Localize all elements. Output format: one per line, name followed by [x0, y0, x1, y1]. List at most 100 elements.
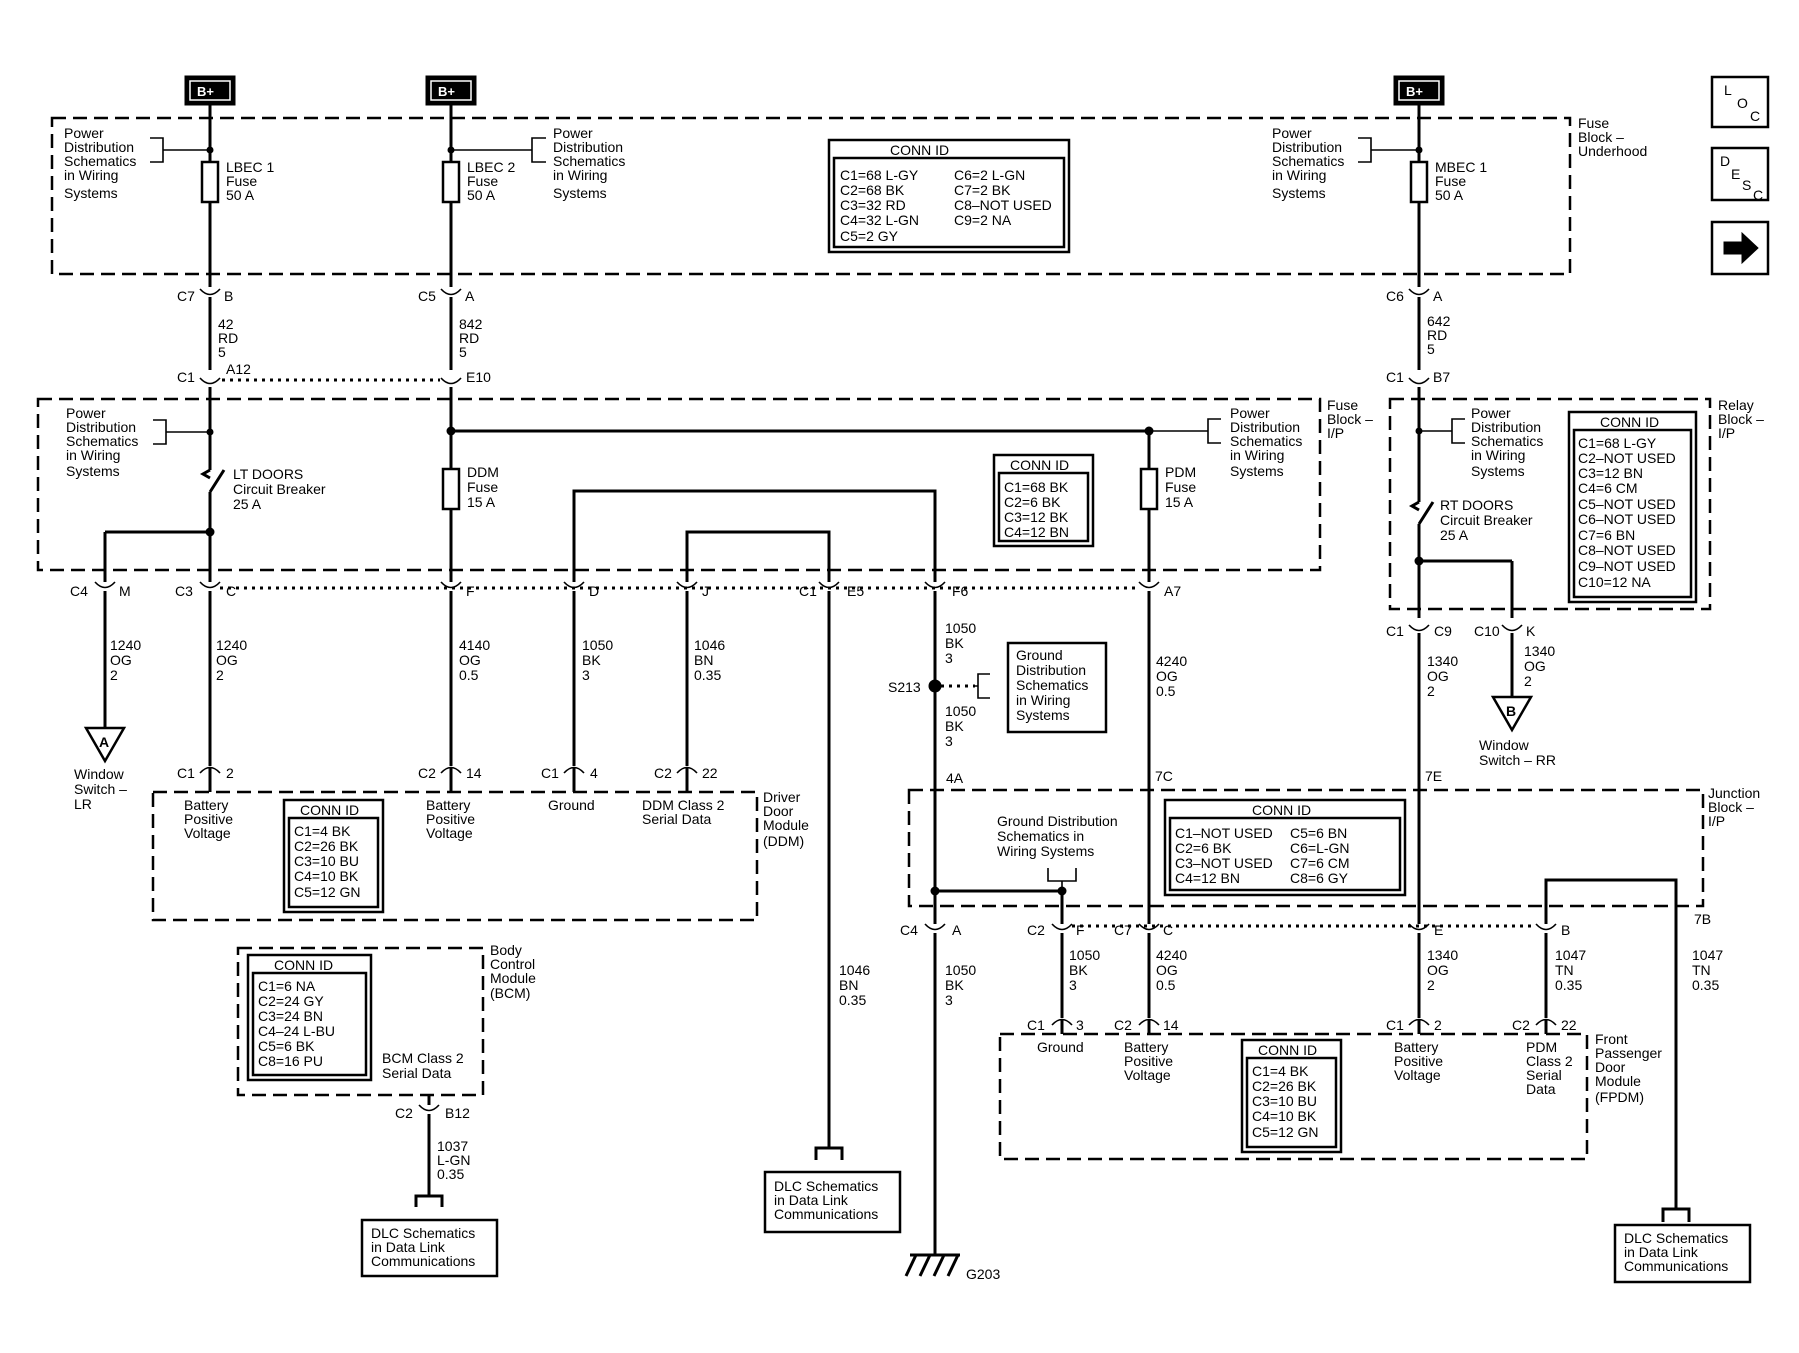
- diagram-label: Battery: [1394, 1039, 1438, 1055]
- diagram-label: 0.35: [839, 992, 866, 1008]
- diagram-label: 1047: [1555, 947, 1586, 963]
- diagram-label: Fuse: [1435, 173, 1466, 189]
- diagram-label: Power: [1230, 405, 1270, 421]
- diagram-label: Power: [1272, 125, 1312, 141]
- diagram-label: Systems: [1230, 463, 1284, 479]
- mbec1-fuse: [1409, 160, 1429, 204]
- wire-segment: [572, 489, 937, 582]
- diagram-label: 0.5: [1156, 977, 1176, 993]
- diagram-label: C8–NOT USED: [1578, 542, 1676, 558]
- diagram-label: A: [952, 922, 962, 938]
- diagram-label: 1340: [1524, 643, 1555, 659]
- wire-segment: [1535, 923, 1557, 931]
- diagram-label: Module: [763, 817, 809, 833]
- lbec2-fuse: [441, 160, 461, 204]
- diagram-label: PDM: [1165, 464, 1196, 480]
- wire-segment: [814, 1146, 844, 1160]
- diagram-label: Block –: [1718, 411, 1764, 427]
- next-arrow-button[interactable]: [1710, 220, 1770, 276]
- diagram-label: 1340: [1427, 947, 1458, 963]
- diagram-label: Schematics in: [997, 828, 1084, 844]
- wire-segment: [451, 137, 546, 163]
- diagram-label: C2=24 GY: [258, 993, 324, 1009]
- wire-segment: [1661, 1207, 1691, 1222]
- diagram-label: Switch –: [74, 781, 127, 797]
- diagram-label: C2: [1512, 1017, 1530, 1033]
- diagram-label: Serial: [1526, 1067, 1562, 1083]
- diagram-label: C1: [799, 583, 817, 599]
- diagram-label: 1050: [1069, 947, 1100, 963]
- diagram-label: C8–NOT USED: [954, 197, 1052, 213]
- diagram-label: I/P: [1718, 425, 1735, 441]
- diagram-label: C3=24 BN: [258, 1008, 323, 1024]
- diagram-label: Block –: [1327, 411, 1373, 427]
- diagram-label: Communications: [371, 1253, 475, 1269]
- diagram-label: B7: [1433, 369, 1450, 385]
- ground-distribution-ref-box: [1006, 641, 1108, 734]
- diagram-label: C9: [1434, 623, 1452, 639]
- wire-segment: [414, 1194, 444, 1207]
- wire-segment: [1149, 418, 1221, 444]
- bplus-terminal-2: B+: [425, 75, 477, 106]
- diagram-label: L-GN: [437, 1152, 470, 1168]
- diagram-label: C3=12 BK: [1004, 509, 1069, 525]
- diagram-label: Distribution: [1230, 419, 1300, 435]
- diagram-label: OG: [216, 652, 238, 668]
- diagram-label: Fuse: [1165, 479, 1196, 495]
- diagram-label: MBEC 1: [1435, 159, 1487, 175]
- diagram-label: 3: [945, 650, 953, 666]
- diagram-label: B: [1506, 703, 1516, 719]
- loc-button[interactable]: L O C: [1710, 75, 1770, 129]
- fuse-block-underhood-label: Fuse: [1578, 115, 1609, 131]
- diagram-label: Circuit Breaker: [1440, 512, 1533, 528]
- wire-segment: [676, 766, 698, 774]
- diagram-label: Voltage: [426, 825, 473, 841]
- diagram-label: C: [1753, 187, 1763, 203]
- diagram-label: C2: [418, 765, 436, 781]
- diagram-label: Positive: [426, 811, 475, 827]
- diagram-label: Voltage: [184, 825, 231, 841]
- driver-door-module-label: Driver: [763, 789, 801, 805]
- diagram-label: BK: [1069, 962, 1088, 978]
- diagram-label: 5: [459, 344, 467, 360]
- arrow-right-icon: [1723, 231, 1759, 265]
- wire-segment: [440, 766, 462, 774]
- diagram-label: OG: [459, 652, 481, 668]
- desc-button[interactable]: D E S C: [1710, 146, 1770, 203]
- diagram-label: C2=6 BK: [1004, 494, 1061, 510]
- wire-segment: [189, 80, 231, 101]
- diagram-label: A7: [1164, 583, 1181, 599]
- diagram-label: C7=6 CM: [1290, 855, 1350, 871]
- diagram-label: Systems: [1471, 463, 1525, 479]
- wire-segment: [975, 673, 990, 699]
- diagram-label: C: [226, 583, 236, 599]
- diagram-label: C4=32 L-GN: [840, 212, 919, 228]
- diagram-label: Ground Distribution: [997, 813, 1118, 829]
- diagram-label: C8=6 GY: [1290, 870, 1349, 886]
- conn-id-table-bcm: CONN ID C1=6 NA C2=24 GY C3=24 BN C4–24 …: [246, 953, 373, 1082]
- diagram-label: 50 A: [226, 187, 255, 203]
- diagram-label: C5: [418, 288, 436, 304]
- diagram-label: Positive: [1124, 1053, 1173, 1069]
- diagram-label: Block –: [1578, 129, 1624, 145]
- wire-segment: [1168, 816, 1402, 892]
- diagram-label: Schematics: [1272, 153, 1344, 169]
- diagram-label: C6=L-GN: [1290, 840, 1350, 856]
- diagram-label: C5=12 GN: [1252, 1124, 1319, 1140]
- diagram-label: Distribution: [1016, 662, 1086, 678]
- diagram-label: Systems: [66, 463, 120, 479]
- diagram-label: BK: [945, 635, 964, 651]
- diagram-label: Window: [74, 766, 125, 782]
- wire-segment: [199, 766, 221, 774]
- diagram-label: E: [1434, 922, 1443, 938]
- diagram-label: RT DOORS: [1440, 497, 1513, 513]
- diagram-label: Systems: [1016, 707, 1070, 723]
- diagram-label: OG: [110, 652, 132, 668]
- diagram-label: Module: [490, 970, 536, 986]
- diagram-label: DLC Schematics: [774, 1178, 878, 1194]
- diagram-label: CONN ID: [890, 142, 949, 158]
- diagram-label: 1050: [945, 703, 976, 719]
- ddm-fuse: [441, 467, 461, 511]
- diagram-label: F6: [952, 583, 969, 599]
